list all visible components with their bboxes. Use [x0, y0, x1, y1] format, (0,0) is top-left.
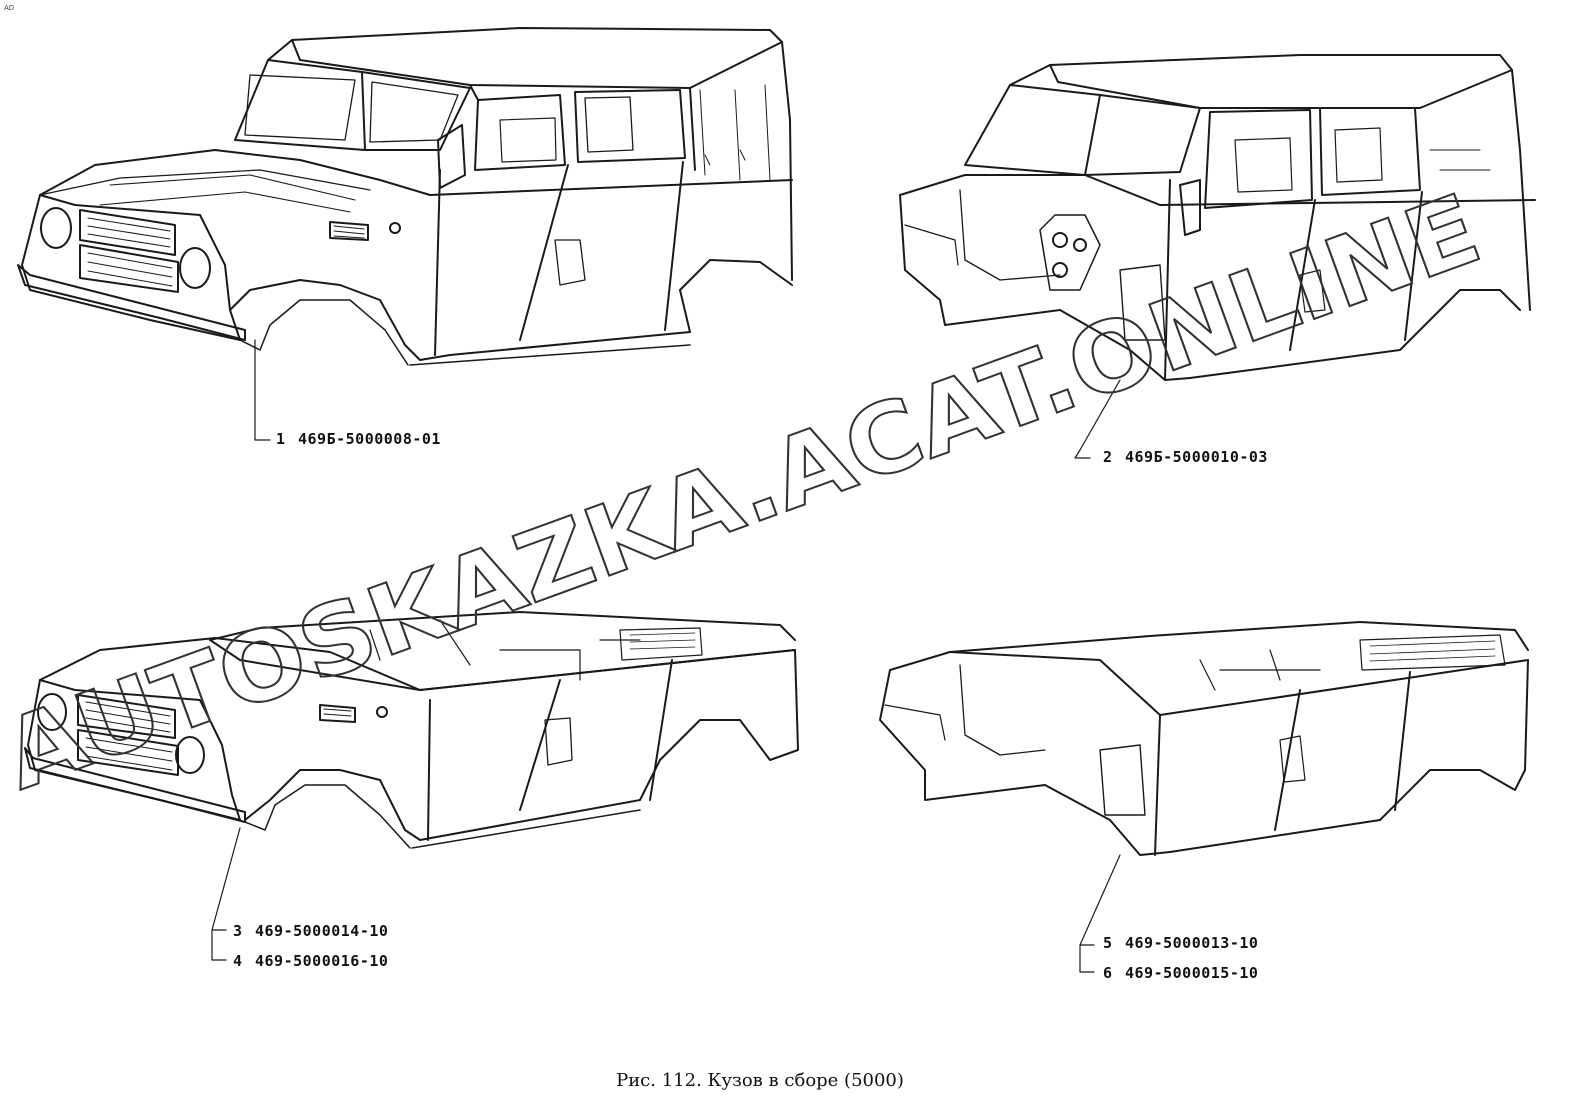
- vehicle-5-6-open-body-no-front: [879, 621, 1529, 856]
- corner-mark: AD: [4, 4, 15, 12]
- leader-line-1: [254, 339, 271, 441]
- leader-line-3-4: [211, 827, 241, 961]
- vehicle-3-4-open-body: [24, 611, 799, 849]
- leader-line-2: [1074, 379, 1121, 459]
- vehicle-1-complete-body: [17, 27, 793, 366]
- leader-line-5-6: [1079, 854, 1121, 973]
- figure-caption: Рис. 112. Кузов в сборе (5000): [616, 1070, 904, 1091]
- vehicle-2-body-no-front: [899, 54, 1536, 381]
